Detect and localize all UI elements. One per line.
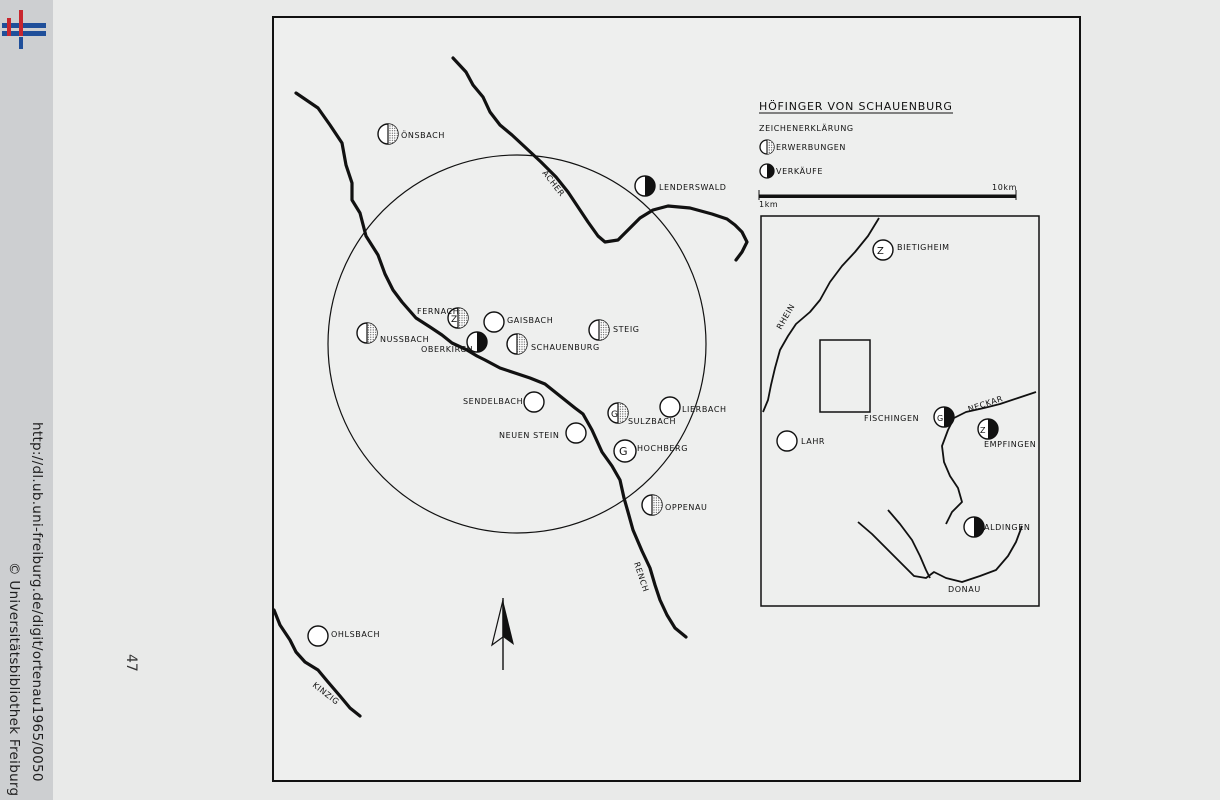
inset-symbol-bietigheim: Z xyxy=(872,239,894,261)
symbol-letter-g: G xyxy=(619,445,628,458)
inset-river-rhein-line xyxy=(762,217,880,413)
inset-symbol-lahr xyxy=(776,430,798,452)
inset-place-bietigheim-label: BIETIGHEIM xyxy=(897,243,950,252)
place-sulzbach-label: SULZBACH xyxy=(628,417,676,426)
symbol-ohlsbach xyxy=(307,625,329,647)
north-arrow-icon xyxy=(491,598,514,670)
library-logo-icon xyxy=(2,10,46,49)
symbol-steig xyxy=(588,319,610,341)
symbol-hochberg: G xyxy=(613,439,637,463)
place-neuenstein-label: NEUEN STEIN xyxy=(499,431,559,440)
symbol-oppenau xyxy=(641,494,663,516)
place-lierbach-label: LIERBACH xyxy=(682,405,727,414)
map-title: HÖFINGER VON SCHAUENBURG xyxy=(759,100,953,113)
symbol-letter-z: Z xyxy=(877,246,884,257)
scale-start-label: 1km xyxy=(759,200,778,209)
river-acher-line xyxy=(451,56,749,262)
inset-place-lahr-label: LAHR xyxy=(801,437,825,446)
symbol-letter-z: Z xyxy=(451,315,457,325)
legend-acquisitions-label: ERWERBUNGEN xyxy=(776,143,846,152)
scale-bar xyxy=(758,190,1017,200)
sidebar: http://dl.ub.uni-freiburg.de/digit/orten… xyxy=(0,0,53,800)
scale-end-label: 10km xyxy=(992,183,1017,192)
legend-heading: ZEICHENERKLÄRUNG xyxy=(759,123,854,133)
inset-symbol-aldingen xyxy=(963,516,985,538)
symbol-letter-z: Z xyxy=(980,426,986,435)
inset-river-donau-label: DONAU xyxy=(948,585,981,594)
inset-river-donau-line xyxy=(857,521,1023,583)
inset-frame xyxy=(760,215,1040,607)
symbol-onsbach xyxy=(377,123,399,145)
place-nussbach-label: NUSSBACH xyxy=(380,335,429,344)
place-lenderswald-label: LENDERSWALD xyxy=(659,183,727,192)
inset-place-aldingen-label: ALDINGEN xyxy=(984,523,1030,532)
river-kinzig-line xyxy=(272,608,362,718)
legend-acquisition-symbol xyxy=(759,139,775,155)
legend-sale-symbol xyxy=(759,163,775,179)
symbol-sendelbach xyxy=(523,391,545,413)
symbol-lierbach xyxy=(659,396,681,418)
symbol-nussbach xyxy=(356,322,378,344)
place-onsbach-label: ÖNSBACH xyxy=(401,130,445,140)
place-steig-label: STEIG xyxy=(613,325,640,334)
symbol-letter-g: G xyxy=(611,410,618,420)
place-oberkirch-label: OBERKIRCH xyxy=(421,345,473,354)
symbol-schauenburg xyxy=(506,333,528,355)
place-fernach-label: FERNACH xyxy=(417,307,459,316)
inset-river-donau-tributary-line xyxy=(887,509,931,579)
symbol-letter-g: G xyxy=(937,414,943,423)
place-sendelbach-label: SENDELBACH xyxy=(463,397,523,406)
place-gaisbach-label: GAISBACH xyxy=(507,316,553,325)
symbol-sulzbach: G xyxy=(607,402,629,424)
inset-river-neckar-line xyxy=(941,391,1037,525)
inset-symbol-fischingen: G xyxy=(933,406,955,428)
inset-symbol-empfingen: Z xyxy=(977,418,999,440)
river-rench-line xyxy=(294,91,688,639)
symbol-gaisbach xyxy=(483,311,505,333)
symbol-neuenstein xyxy=(565,422,587,444)
symbol-oberkirch xyxy=(466,331,488,353)
place-schauenburg-label: SCHAUENBURG xyxy=(531,343,600,352)
place-oppenau-label: OPPENAU xyxy=(665,503,708,512)
legend-sales-label: VERKÄUFE xyxy=(776,166,823,176)
place-hochberg-label: HOCHBERG xyxy=(637,444,688,453)
inset-place-empfingen-label: EMPFINGEN xyxy=(984,440,1036,449)
radius-circle xyxy=(327,154,707,534)
inset-area-box xyxy=(819,339,871,413)
symbol-fernach: Z xyxy=(447,307,469,329)
symbol-lenderswald xyxy=(634,175,656,197)
inset-place-fischingen-label: FISCHINGEN xyxy=(864,414,919,423)
place-ohlsbach-label: OHLSBACH xyxy=(331,630,380,639)
